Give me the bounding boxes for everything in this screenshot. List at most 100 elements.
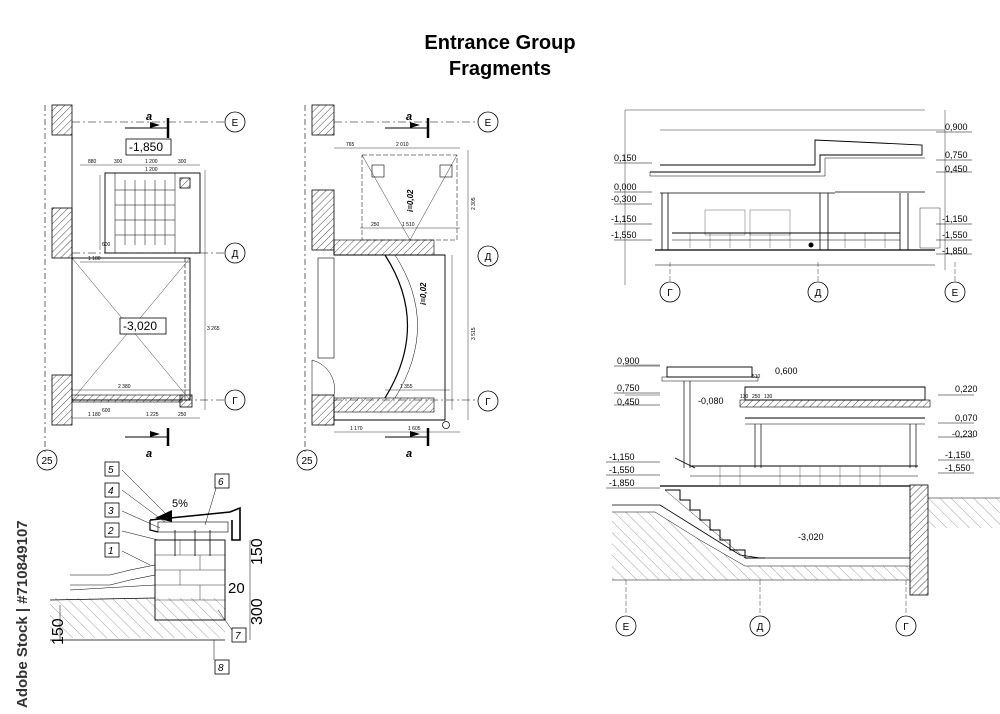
axis-e: Е xyxy=(952,288,959,299)
dim-150-left: 150 xyxy=(50,618,67,645)
axis-e: Е xyxy=(623,622,630,633)
plan-2-labels: a a i=0,02 i=0,02 Е Д Г 25 765 2 010 250… xyxy=(301,111,491,467)
callout-2: 2 xyxy=(107,526,114,537)
slope-upper: i=0,02 xyxy=(406,189,415,212)
dim: 510 xyxy=(752,374,761,380)
callout-4: 4 xyxy=(108,486,114,497)
callout-7: 7 xyxy=(235,631,241,642)
level: -0,080 xyxy=(698,396,724,406)
dim: 250 xyxy=(371,222,380,228)
level: -0,230 xyxy=(952,429,978,439)
level: -1,150 xyxy=(611,214,637,224)
level: -1,850 xyxy=(609,478,635,488)
plan-2 xyxy=(296,104,499,471)
dim-150-top: 150 xyxy=(249,538,266,565)
level: 0,750 xyxy=(617,383,640,393)
dim: 250 xyxy=(178,412,187,418)
level: -3,020 xyxy=(798,532,824,542)
dim: 2 305 xyxy=(471,197,477,210)
level: -1,550 xyxy=(611,230,637,240)
plan-1-labels: a a -1,850 -3,020 Е Д Г 25 880 300 1 200… xyxy=(41,111,238,467)
stock-watermark: Adobe Stock | #710849107 xyxy=(6,478,40,708)
title-line-2: Fragments xyxy=(448,58,552,80)
dim: 300 xyxy=(178,159,187,165)
dim: 2 010 xyxy=(396,142,409,148)
section-mark-top: a xyxy=(146,111,152,123)
level: 0,900 xyxy=(617,356,640,366)
axis-d: Д xyxy=(757,622,764,633)
dim: 2 380 xyxy=(118,384,131,390)
level-mid: -3,020 xyxy=(123,319,157,333)
dim: 1 180 xyxy=(88,412,101,418)
axis-d: Д xyxy=(815,288,822,299)
axis-d: Д xyxy=(232,249,239,260)
section xyxy=(606,364,1000,637)
plan-1 xyxy=(36,104,246,471)
title-block: Entrance Group Fragments xyxy=(300,30,700,82)
callout-3: 3 xyxy=(108,506,114,517)
dim: 1 510 xyxy=(402,222,415,228)
dim: 1 200 xyxy=(145,159,158,165)
level: -1,150 xyxy=(942,214,968,224)
dim: 130 xyxy=(764,394,773,400)
dim: 300 xyxy=(114,159,123,165)
axis-g: Г xyxy=(485,397,491,408)
axis-g: Г xyxy=(232,396,238,407)
elevation xyxy=(614,109,972,303)
slope-label: 5% xyxy=(172,498,188,510)
level: -0,300 xyxy=(611,194,637,204)
level: -1,850 xyxy=(942,246,968,256)
dim: 3 265 xyxy=(207,326,220,332)
level: -1,150 xyxy=(609,452,635,462)
dim: 1 170 xyxy=(350,426,363,432)
callout-5: 5 xyxy=(108,465,114,476)
level: -1,550 xyxy=(945,463,971,473)
axis-g: Г xyxy=(903,622,909,633)
axis-e: Е xyxy=(232,118,239,129)
dim: 1 355 xyxy=(400,384,413,390)
dim: 1 605 xyxy=(408,426,421,432)
dim: 1 225 xyxy=(146,412,159,418)
level: 0,900 xyxy=(945,122,968,132)
level: -1,550 xyxy=(942,230,968,240)
detail-labels: 5 4 3 2 1 6 7 8 5% 150 20 300 150 xyxy=(50,465,266,674)
dim: 880 xyxy=(88,159,97,165)
level: 0,220 xyxy=(955,384,978,394)
dim: 600 xyxy=(102,242,111,248)
dim: 1 180 xyxy=(88,256,101,262)
callout-8: 8 xyxy=(218,663,224,674)
level: 0,750 xyxy=(945,150,968,160)
level: -1,150 xyxy=(945,450,971,460)
dim-300: 300 xyxy=(249,598,266,625)
callout-1: 1 xyxy=(108,546,114,557)
callout-6: 6 xyxy=(218,477,224,488)
axis-d: Д xyxy=(485,252,492,263)
level: -1,550 xyxy=(609,465,635,475)
dim: 3 515 xyxy=(471,327,477,340)
level: 0,600 xyxy=(775,366,798,376)
axis-e: Е xyxy=(485,118,492,129)
axis-25: 25 xyxy=(41,456,53,467)
slope-lower: i=0,02 xyxy=(419,282,428,305)
level: 0,450 xyxy=(617,397,640,407)
dim: 600 xyxy=(102,408,111,414)
level: 0,000 xyxy=(614,182,637,192)
section-mark-top: a xyxy=(406,111,412,123)
axis-25: 25 xyxy=(301,456,313,467)
section-mark-bottom: a xyxy=(146,448,152,460)
dim: 765 xyxy=(346,142,355,148)
level: 0,150 xyxy=(614,153,637,163)
detail xyxy=(49,461,251,675)
dim-20: 20 xyxy=(228,580,245,597)
level: 0,450 xyxy=(945,164,968,174)
section-mark-bottom: a xyxy=(406,448,412,460)
elevation-labels: 0,150 0,000 -0,300 -1,150 -1,550 0,900 0… xyxy=(611,122,968,299)
title-line-1: Entrance Group xyxy=(424,32,576,54)
section-labels: 0,900 0,750 0,450 -1,150 -1,550 -1,850 0… xyxy=(609,356,978,633)
dim: 1 200 xyxy=(145,167,158,173)
level: 0,070 xyxy=(955,413,978,423)
watermark-text: Adobe Stock | #710849107 xyxy=(14,520,31,708)
axis-g: Г xyxy=(667,288,673,299)
level-top: -1,850 xyxy=(129,140,163,154)
